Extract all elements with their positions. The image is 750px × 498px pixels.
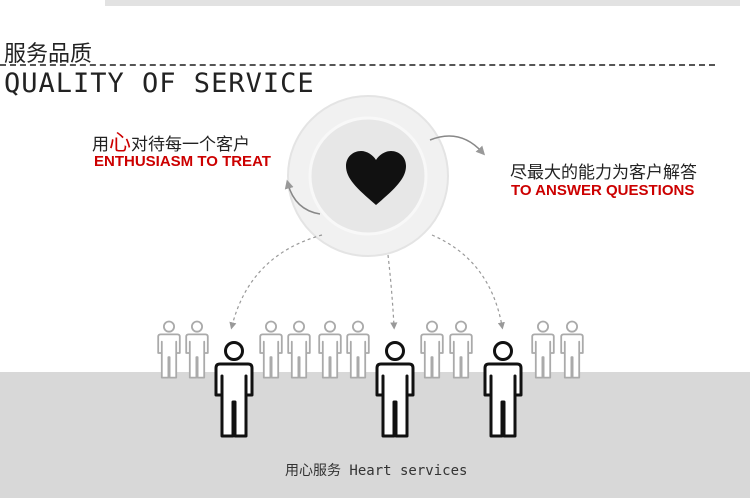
person-icon [318, 320, 342, 379]
right-caption-cn: 尽最大的能力为客户解答 [510, 163, 697, 183]
divider [0, 64, 715, 66]
left-caption-cn: 用心对待每一个客户 [92, 131, 251, 156]
person-icon [420, 320, 444, 379]
person-icon [560, 320, 584, 379]
person-icon [346, 320, 370, 379]
dashed-arrow-3 [431, 234, 505, 330]
title-en: QUALITY OF SERVICE [4, 68, 315, 99]
arrow-left [284, 179, 321, 215]
right-caption-en: TO ANSWER QUESTIONS [511, 182, 695, 199]
top-bar [105, 0, 740, 6]
person-icon [531, 320, 555, 379]
person-icon [259, 320, 283, 379]
title-cn: 服务品质 [4, 42, 93, 67]
arrow-right [429, 135, 486, 156]
person-icon [449, 320, 473, 379]
person-icon [185, 320, 209, 379]
person-icon [214, 341, 254, 438]
heart-icon [346, 151, 406, 205]
person-icon [375, 341, 415, 438]
dashed-arrow-2 [387, 254, 398, 330]
person-icon [287, 320, 311, 379]
footer-caption: 用心服务 Heart services [285, 463, 468, 479]
person-icon [483, 341, 523, 438]
floor-band [0, 372, 750, 498]
dashed-arrow-1 [229, 234, 323, 330]
left-caption-en: ENTHUSIASM TO TREAT [94, 153, 271, 170]
large-figures [214, 341, 523, 438]
person-icon [157, 320, 181, 379]
